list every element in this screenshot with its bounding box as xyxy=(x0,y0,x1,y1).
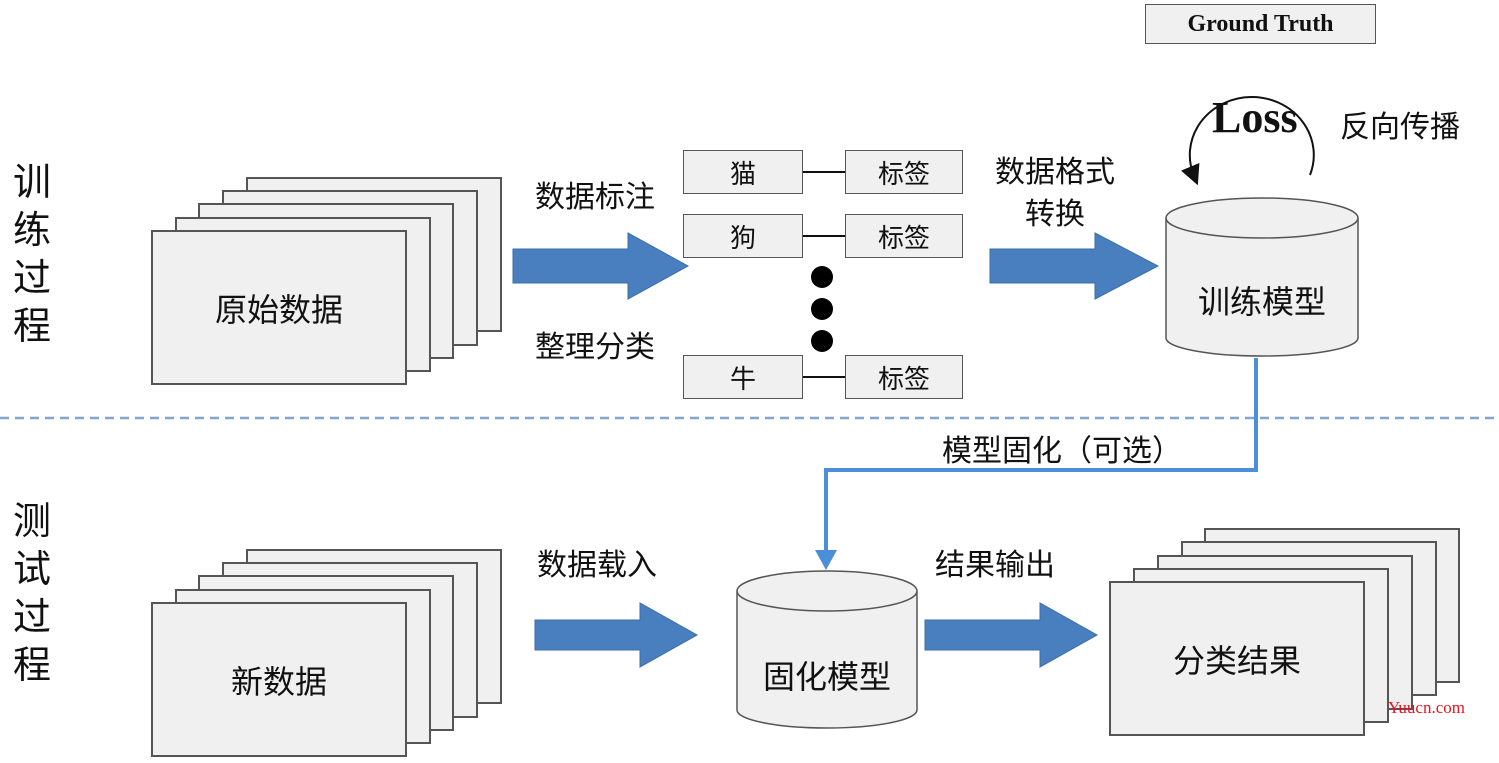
sort-caption: 整理分类 xyxy=(535,330,655,365)
train-model-cylinder xyxy=(1165,197,1359,357)
ground-truth-label: Ground Truth xyxy=(1187,10,1334,37)
label-item-text: 猫 xyxy=(729,159,756,190)
watermark: Yuucn.com xyxy=(1388,698,1465,717)
ellipsis-dot xyxy=(811,298,833,320)
label-tag-box: 标签 xyxy=(845,150,963,194)
training-section-label: 训 练 过 程 xyxy=(12,160,51,348)
train-model-label: 训练模型 xyxy=(1197,283,1326,321)
arrow-convert xyxy=(989,232,1160,300)
label-item-box: 牛 xyxy=(683,355,803,399)
label-item-text: 牛 xyxy=(729,364,756,395)
backprop-caption: 反向传播 xyxy=(1340,110,1460,145)
ground-truth-box: Ground Truth xyxy=(1145,4,1376,44)
label-item-box: 狗 xyxy=(683,214,803,258)
result-label: 分类结果 xyxy=(1172,641,1301,680)
new-data-box: 新数据 xyxy=(151,602,407,757)
format-convert-caption: 数据格式 转换 xyxy=(995,155,1115,232)
label-tag-box: 标签 xyxy=(845,355,963,399)
label-tag-text: 标签 xyxy=(877,364,930,395)
ellipsis-dot xyxy=(811,266,833,288)
raw-data-box: 原始数据 xyxy=(151,230,407,385)
loss-label: Loss xyxy=(1212,93,1298,142)
label-tag-text: 标签 xyxy=(877,159,930,190)
arrow-annotate xyxy=(512,232,690,300)
output-caption: 结果输出 xyxy=(935,548,1055,583)
ellipsis-dot xyxy=(811,330,833,352)
testing-section-label: 测 试 过 程 xyxy=(12,499,51,687)
freeze-arrowhead xyxy=(815,550,837,570)
raw-data-label: 原始数据 xyxy=(214,290,343,329)
frozen-model-cylinder xyxy=(736,570,918,729)
label-tag-box: 标签 xyxy=(845,214,963,258)
load-caption: 数据载入 xyxy=(537,548,657,583)
label-item-box: 猫 xyxy=(683,150,803,194)
freeze-caption: 模型固化（可选） xyxy=(942,434,1182,469)
loss-cycle-arrow xyxy=(1180,96,1315,186)
annotate-caption: 数据标注 xyxy=(535,180,655,215)
label-tag-text: 标签 xyxy=(877,223,930,254)
freeze-connector xyxy=(824,358,1258,552)
new-data-label: 新数据 xyxy=(230,662,327,701)
label-item-text: 狗 xyxy=(729,223,756,254)
arrow-load xyxy=(534,602,699,668)
arrow-output xyxy=(924,602,1099,668)
result-box: 分类结果 xyxy=(1109,581,1365,736)
frozen-model-label: 固化模型 xyxy=(762,658,891,696)
